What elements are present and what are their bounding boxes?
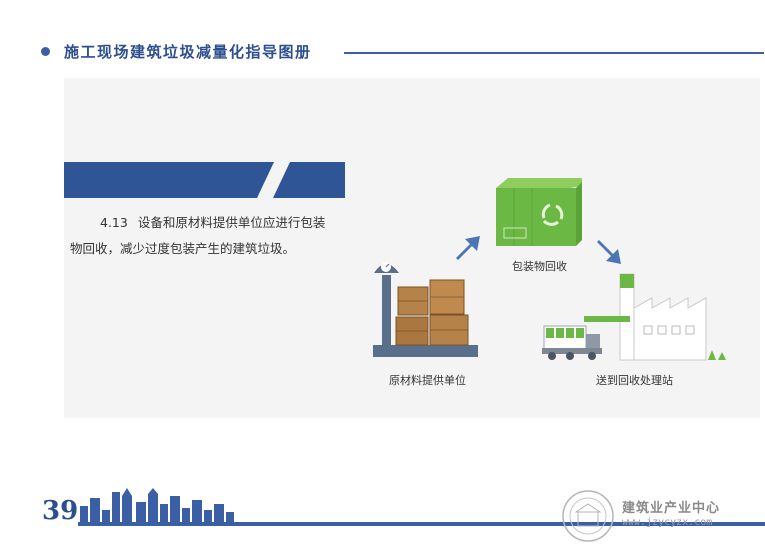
content-panel	[64, 78, 760, 418]
section-text-line1: 设备和原材料提供单位应进行包装	[137, 215, 326, 230]
page-header: 施工现场建筑垃圾减量化指导图册	[0, 0, 765, 70]
recycling-station-illustration	[542, 273, 726, 361]
watermark-seal-icon	[562, 490, 614, 542]
header-bullet	[41, 47, 50, 56]
section-text: 4.13 设备和原材料提供单位应进行包装 物回收，减少过度包装产生的建筑垃圾。	[70, 210, 355, 262]
watermark-url: www.jzycyzx.com	[622, 517, 713, 528]
footer-rule	[78, 522, 765, 526]
watermark-name: 建筑业产业中心	[622, 501, 721, 516]
page-title: 施工现场建筑垃圾减量化指导图册	[64, 43, 312, 61]
package-caption: 包装物回收	[512, 260, 567, 273]
supplier-caption: 原材料提供单位	[389, 374, 466, 387]
supplier-scale-illustration	[373, 262, 478, 357]
section-text-line2: 物回收，减少过度包装产生的建筑垃圾。	[70, 241, 296, 256]
recycle-box-illustration	[496, 178, 582, 246]
arrow-up-right-icon	[456, 236, 480, 260]
station-caption: 送到回收处理站	[596, 374, 673, 387]
page-number: 39	[42, 496, 79, 526]
section-number: 4.13	[100, 215, 128, 230]
city-skyline-icon	[80, 488, 234, 524]
arrow-down-right-icon	[597, 240, 621, 264]
section-banner	[64, 162, 345, 198]
header-rule	[344, 52, 764, 54]
